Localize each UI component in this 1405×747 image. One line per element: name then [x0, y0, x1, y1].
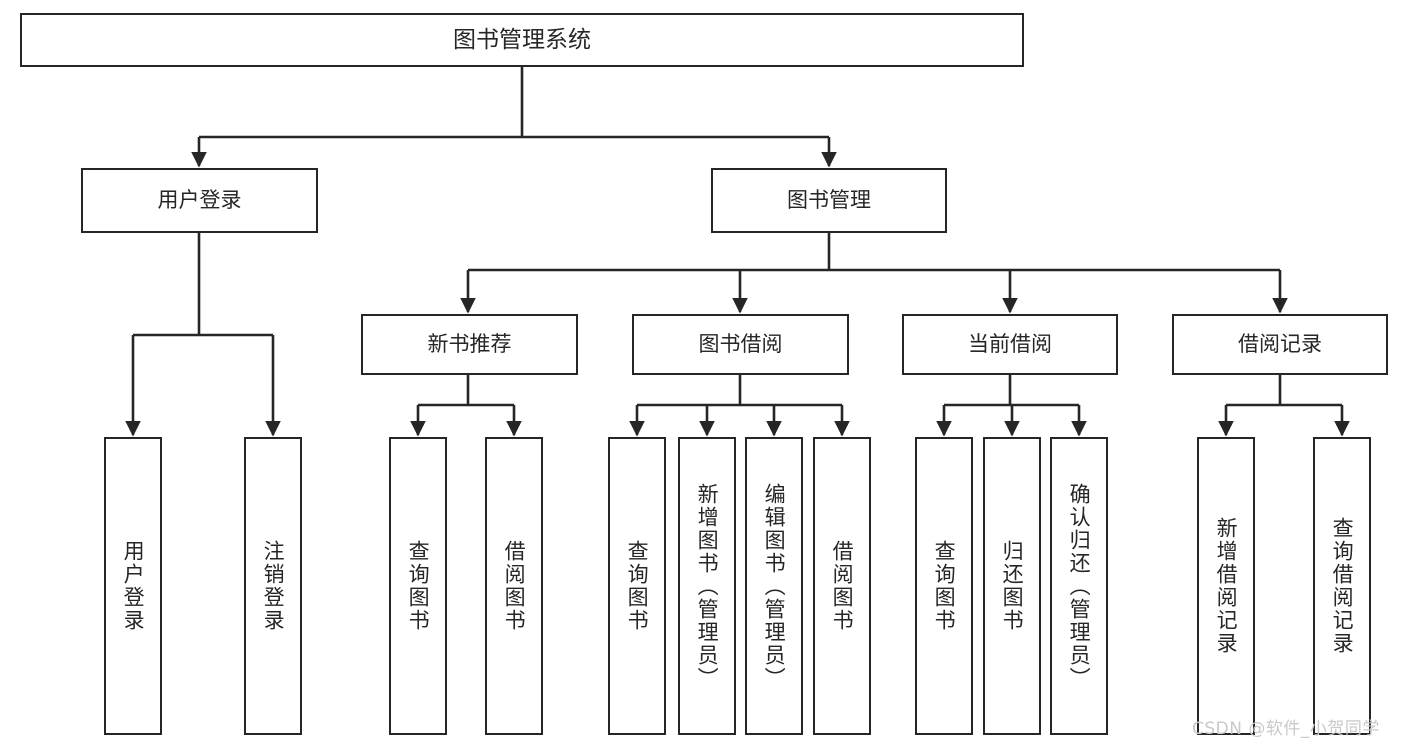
node-label: 查询图书: [625, 540, 650, 632]
node-label: 借阅图书: [502, 540, 527, 632]
node-leaf-return-book[interactable]: 归还图书: [983, 437, 1041, 735]
node-label: 新增图书（管理员）: [695, 482, 720, 690]
node-label: 用户登录: [157, 188, 242, 213]
node-label: 借阅记录: [1238, 332, 1322, 357]
node-leaf-query-book-1[interactable]: 查询图书: [389, 437, 447, 735]
node-new-book-recommend[interactable]: 新书推荐: [361, 314, 578, 375]
node-label: 图书管理系统: [453, 26, 591, 53]
node-label: 查询图书: [932, 540, 957, 632]
node-leaf-add-book-admin[interactable]: 新增图书（管理员）: [678, 437, 736, 735]
node-label: 新书推荐: [427, 332, 512, 357]
node-label: 图书借阅: [698, 332, 783, 357]
node-label: 查询借阅记录: [1330, 517, 1355, 655]
node-label: 图书管理: [787, 188, 871, 213]
node-label: 查询图书: [406, 540, 431, 632]
node-borrow-record[interactable]: 借阅记录: [1172, 314, 1388, 375]
node-leaf-query-borrow-record[interactable]: 查询借阅记录: [1313, 437, 1371, 735]
node-leaf-add-borrow-record[interactable]: 新增借阅记录: [1197, 437, 1255, 735]
node-label: 借阅图书: [830, 540, 855, 632]
node-book-borrow[interactable]: 图书借阅: [632, 314, 849, 375]
node-user-login[interactable]: 用户登录: [81, 168, 318, 233]
node-leaf-logout[interactable]: 注销登录: [244, 437, 302, 735]
node-leaf-user-login[interactable]: 用户登录: [104, 437, 162, 735]
node-leaf-borrow-book-2[interactable]: 借阅图书: [813, 437, 871, 735]
node-label: 用户登录: [121, 540, 146, 632]
node-leaf-borrow-book-1[interactable]: 借阅图书: [485, 437, 543, 735]
node-current-borrow[interactable]: 当前借阅: [902, 314, 1118, 375]
node-label: 确认归还（管理员）: [1067, 482, 1092, 690]
node-label: 当前借阅: [968, 332, 1052, 357]
node-leaf-edit-book-admin[interactable]: 编辑图书（管理员）: [745, 437, 803, 735]
node-book-management[interactable]: 图书管理: [711, 168, 947, 233]
node-label: 新增借阅记录: [1214, 517, 1239, 655]
node-leaf-confirm-return-admin[interactable]: 确认归还（管理员）: [1050, 437, 1108, 735]
node-leaf-query-book-3[interactable]: 查询图书: [915, 437, 973, 735]
node-label: 注销登录: [261, 540, 286, 632]
node-leaf-query-book-2[interactable]: 查询图书: [608, 437, 666, 735]
node-root-system[interactable]: 图书管理系统: [20, 13, 1024, 67]
csdn-watermark: CSDN @软件_小贺同学: [1192, 719, 1380, 739]
node-label: 归还图书: [1000, 540, 1025, 632]
node-label: 编辑图书（管理员）: [762, 482, 787, 690]
